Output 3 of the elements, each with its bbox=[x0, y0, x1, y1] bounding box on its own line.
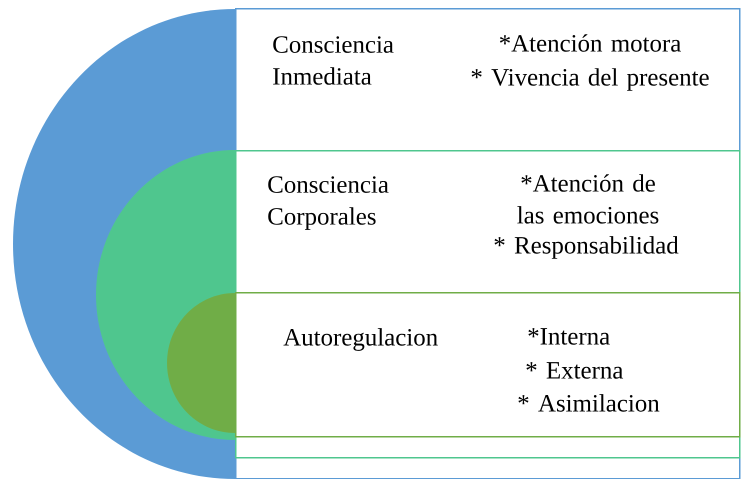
bullet-text: *Atención motora bbox=[500, 34, 681, 52]
bullet-text: * Vivencia del presente bbox=[472, 68, 709, 91]
band-title: Consciencia Inmediata bbox=[273, 36, 394, 85]
